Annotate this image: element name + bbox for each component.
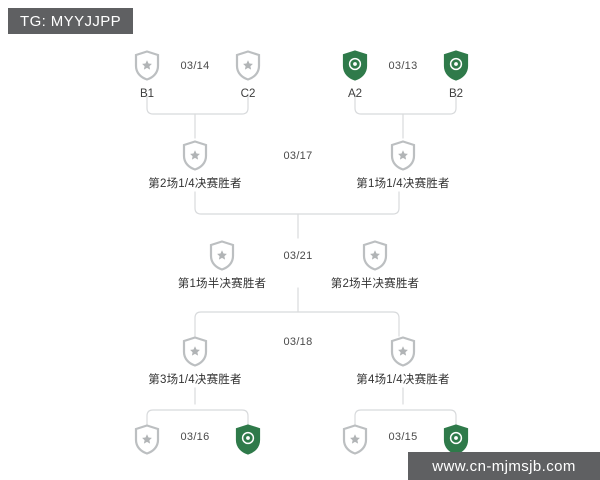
match-date-sf2: 03/18 <box>283 336 313 348</box>
team-node-qf4-left[interactable] <box>275 424 435 462</box>
team-node-sf2-right[interactable]: 第4场1/4决赛胜者 <box>323 336 483 387</box>
team-label: 第1场1/4决赛胜者 <box>356 178 450 190</box>
match-date-qf3: 03/16 <box>180 431 210 443</box>
team-node-c2[interactable]: C2 <box>168 50 328 101</box>
shield-star-gray-icon <box>209 240 235 271</box>
match-date-final: 03/21 <box>283 250 313 262</box>
shield-star-gray-icon <box>390 336 416 367</box>
team-label: 第1场半决赛胜者 <box>177 278 267 290</box>
shield-soccer-green-icon <box>443 50 469 81</box>
match-date-qf1: 03/14 <box>180 60 210 72</box>
team-node-b2[interactable]: B2 <box>376 50 536 101</box>
shield-soccer-green-icon <box>342 50 368 81</box>
shield-soccer-green-icon <box>235 424 261 455</box>
team-node-sf1-left[interactable]: 第2场1/4决赛胜者 <box>115 140 275 191</box>
shield-star-gray-icon <box>235 50 261 81</box>
team-label: C2 <box>240 88 256 100</box>
shield-star-gray-icon <box>182 336 208 367</box>
team-node-sf2-left[interactable]: 第3场1/4决赛胜者 <box>115 336 275 387</box>
team-label: 第2场1/4决赛胜者 <box>148 178 242 190</box>
team-node-sf1-right[interactable]: 第1场1/4决赛胜者 <box>323 140 483 191</box>
match-date-qf4: 03/15 <box>388 431 418 443</box>
shield-star-gray-icon <box>134 424 160 455</box>
team-node-b1[interactable]: B1 <box>67 50 227 101</box>
shield-star-gray-icon <box>182 140 208 171</box>
shield-star-gray-icon <box>134 50 160 81</box>
shield-star-gray-icon <box>390 140 416 171</box>
team-label: 第4场1/4决赛胜者 <box>356 374 450 386</box>
team-label: B2 <box>448 88 464 100</box>
match-date-qf2: 03/13 <box>388 60 418 72</box>
watermark-url: www.cn-mjmsjb.com <box>408 452 600 480</box>
team-node-qf3-right[interactable] <box>168 424 328 462</box>
connector-sf-top <box>194 191 400 215</box>
team-label: B1 <box>139 88 155 100</box>
team-label: A2 <box>347 88 363 100</box>
team-label: 第3场1/4决赛胜者 <box>148 374 242 386</box>
team-node-final-right[interactable]: 第2场半决赛胜者 <box>295 240 455 291</box>
team-label: 第2场半决赛胜者 <box>330 278 420 290</box>
team-node-qf3-left[interactable] <box>67 424 227 462</box>
shield-star-gray-icon <box>362 240 388 271</box>
team-node-a2[interactable]: A2 <box>275 50 435 101</box>
match-date-sf1: 03/17 <box>283 150 313 162</box>
shield-star-gray-icon <box>342 424 368 455</box>
connector-sf-bottom <box>194 311 400 337</box>
team-node-final-left[interactable]: 第1场半决赛胜者 <box>142 240 302 291</box>
watermark-tag: TG: MYYJJPP <box>8 8 134 34</box>
shield-soccer-green-icon <box>443 424 469 455</box>
